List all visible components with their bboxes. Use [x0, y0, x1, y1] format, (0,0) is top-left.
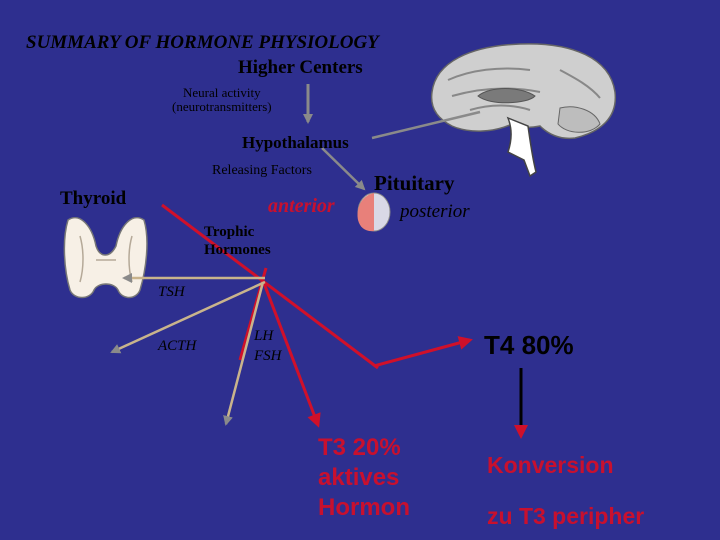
releasing-factors-label: Releasing Factors [212, 163, 312, 178]
t4-label: T4 80% [484, 330, 574, 360]
lh-fsh-label: LH FSH [254, 326, 282, 366]
pituitary-gland-illustration [357, 192, 391, 232]
neural-line-2: (neurotransmitters) [172, 99, 272, 114]
zu-t3-peripher-label: zu T3 peripher [487, 503, 645, 529]
thyroid-label: Thyroid [60, 188, 127, 209]
brain-illustration [430, 43, 616, 178]
t3-line-1: T3 20% [318, 434, 401, 461]
lh-label: LH [254, 328, 274, 344]
t3-label: T3 20% aktives Hormon [318, 433, 410, 523]
trophic-line-2: Hormones [204, 242, 271, 258]
acth-label: ACTH [158, 338, 197, 354]
higher-centers-label: Higher Centers [238, 57, 363, 78]
neural-line-1: Neural activity [183, 85, 261, 100]
hypothalamus-label: Hypothalamus [242, 133, 349, 152]
fsh-label: FSH [254, 348, 282, 364]
pituitary-label: Pituitary [374, 171, 455, 195]
trophic-hormones-label: Trophic Hormones [204, 223, 271, 259]
trophic-line-1: Trophic [204, 224, 255, 240]
konversion-label: Konversion [487, 452, 614, 478]
t3-line-2: aktives [318, 464, 400, 491]
anterior-label: anterior [268, 195, 335, 217]
neural-activity-label: Neural activity (neurotransmitters) [172, 86, 272, 114]
tsh-label: TSH [158, 284, 185, 300]
t3-line-3: Hormon [318, 494, 410, 521]
thyroid-gland-illustration [63, 217, 148, 299]
page-title: SUMMARY OF HORMONE PHYSIOLOGY [26, 32, 379, 53]
posterior-label: posterior [400, 201, 470, 222]
